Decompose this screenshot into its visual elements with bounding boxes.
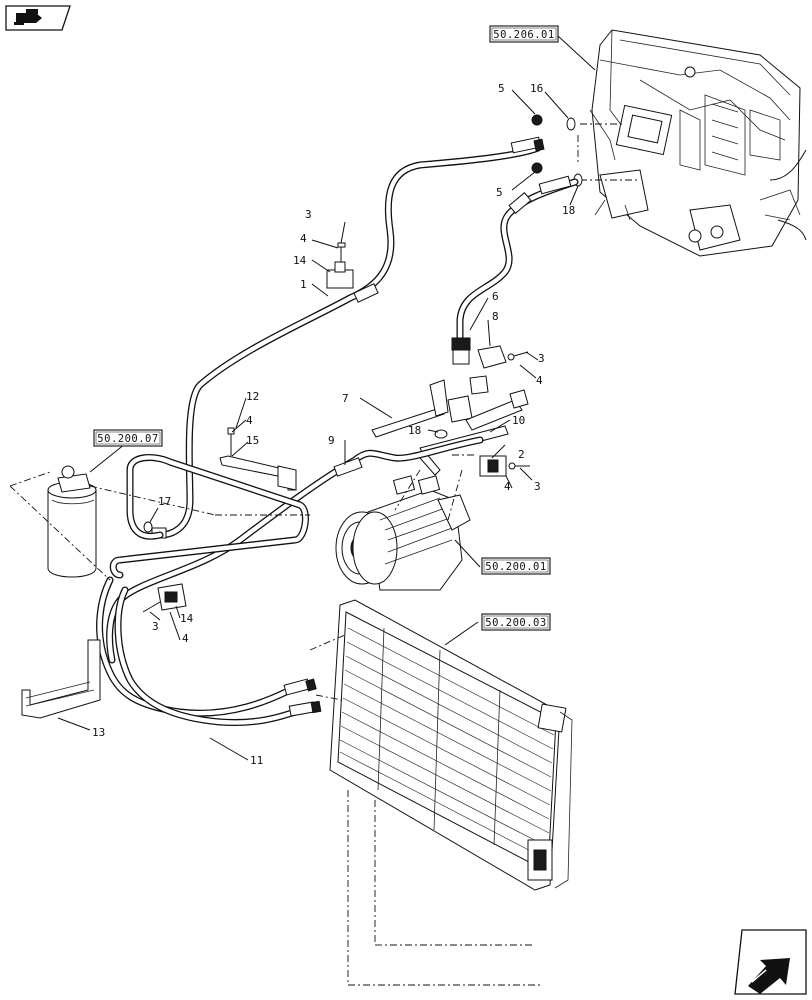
hand-pointing-icon [14, 9, 42, 25]
o-ring-18-lower [434, 429, 448, 439]
callout-4: 4 [246, 414, 253, 427]
callout-5: 5 [498, 82, 505, 95]
ref-label-compressor: 50.200.01 [485, 561, 546, 573]
hvac-cab-unit [589, 29, 807, 257]
callout-11: 11 [250, 754, 263, 767]
elbow-fitting [447, 375, 529, 431]
ref-box-receiver-drier[interactable]: 50.200.07 [93, 429, 163, 447]
clamp-14-upper [326, 242, 354, 289]
drier-pipe [109, 454, 309, 579]
next-button[interactable] [734, 929, 807, 995]
callout-9: 9 [328, 434, 335, 447]
callout-3: 3 [534, 480, 541, 493]
callout-12: 12 [246, 390, 259, 403]
nut-5-upper [531, 114, 543, 126]
callout-4: 4 [182, 632, 189, 645]
compressor [335, 475, 471, 591]
callout-4: 4 [536, 374, 543, 387]
callout-1: 1 [300, 278, 307, 291]
ref-box-cab-unit[interactable]: 50.206.01 [489, 25, 559, 43]
hose-11 [96, 576, 322, 727]
callout-8: 8 [492, 310, 499, 323]
nut-5-lower [531, 162, 543, 174]
hose-6 [451, 175, 579, 365]
callout-3: 3 [305, 208, 312, 221]
ref-label-cab-unit: 50.206.01 [493, 29, 554, 41]
callout-10: 10 [512, 414, 525, 427]
callout-3: 3 [538, 352, 545, 365]
ref-label-condenser: 50.200.03 [485, 617, 546, 629]
callout-3: 3 [152, 620, 159, 633]
callout-7: 7 [342, 392, 349, 405]
callout-18: 18 [408, 424, 421, 437]
callout-6: 6 [492, 290, 499, 303]
callout-5: 5 [496, 186, 503, 199]
ref-label-receiver-drier: 50.200.07 [97, 433, 158, 445]
callout-16: 16 [530, 82, 543, 95]
condenser [329, 599, 573, 891]
callout-14: 14 [180, 612, 194, 625]
ref-box-condenser[interactable]: 50.200.03 [481, 613, 551, 631]
clamp-8 [477, 345, 529, 369]
back-button[interactable] [5, 5, 71, 31]
o-ring-17 [143, 521, 153, 533]
clamp-2 [479, 455, 530, 477]
callout-4: 4 [504, 480, 511, 493]
ref-box-compressor[interactable]: 50.200.01 [481, 557, 551, 575]
arrow-next-icon [748, 958, 790, 994]
o-ring-16 [566, 117, 576, 131]
callout-2: 2 [518, 448, 525, 461]
callout-18: 18 [562, 204, 575, 217]
bracket-15 [219, 427, 297, 491]
callout-17: 17 [158, 495, 171, 508]
callout-15: 15 [246, 434, 259, 447]
bracket-7 [371, 379, 449, 438]
clamp-14-lower [142, 583, 187, 613]
callout-14: 14 [293, 254, 307, 267]
callout-4: 4 [300, 232, 307, 245]
bracket-13 [21, 639, 101, 719]
callout-13: 13 [92, 726, 105, 739]
